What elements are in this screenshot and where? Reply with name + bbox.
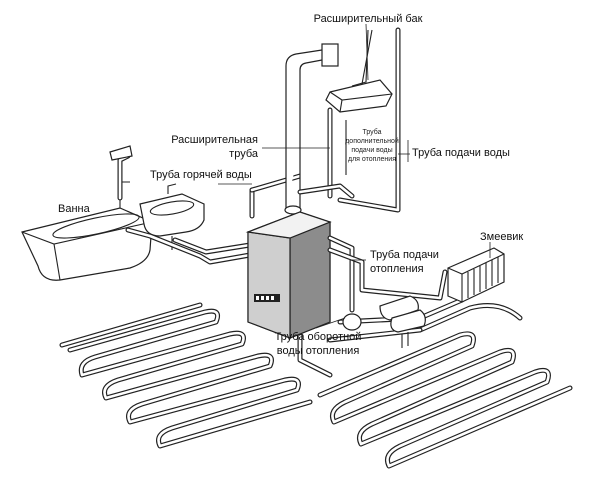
label-extra-feed-line3: подачи воды xyxy=(351,147,392,154)
label-expansion-tank: Расширительный бак xyxy=(314,13,423,25)
expansion-pipe xyxy=(284,43,339,215)
floor-feed-lines xyxy=(297,327,423,378)
label-extra-feed-line2: дополнительной xyxy=(345,137,399,145)
underfloor-heating-loops-left xyxy=(59,302,313,449)
heating-pipes xyxy=(327,235,465,348)
label-coil: Змеевик xyxy=(480,231,523,243)
water-supply-riser xyxy=(297,27,401,213)
label-expansion-pipe-line1: Расширительная xyxy=(171,134,258,146)
label-water-supply-pipe: Труба подачи воды xyxy=(412,147,510,159)
label-bath: Ванна xyxy=(58,203,91,215)
leader-lines xyxy=(218,23,491,329)
bath xyxy=(21,181,153,281)
sink xyxy=(139,183,205,250)
label-expansion-pipe-line2: труба xyxy=(229,148,259,160)
boiler xyxy=(245,211,332,339)
coil xyxy=(447,247,505,303)
label-hot-water-pipe: Труба горячей воды xyxy=(150,169,252,181)
underfloor-heating-loops-right xyxy=(317,303,573,469)
expansion-tank xyxy=(325,29,393,113)
label-extra-feed-line1: Труба xyxy=(362,128,381,136)
label-heating-supply-line1: Труба подачи xyxy=(370,249,439,261)
label-return-pipe-line1: Труба оборотной xyxy=(275,331,362,343)
shower-tap xyxy=(109,145,133,201)
label-heating-supply-line2: отопления xyxy=(370,263,424,275)
label-return-pipe-line2: воды отопления xyxy=(277,345,360,357)
label-extra-feed-line4: для отопления xyxy=(348,156,396,163)
